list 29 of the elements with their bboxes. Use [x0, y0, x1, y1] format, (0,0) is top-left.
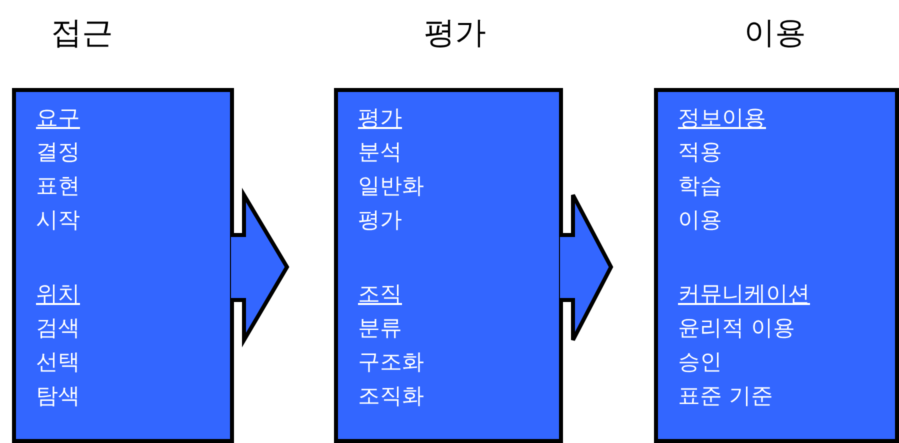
- section-heading: 정보이용: [678, 106, 766, 132]
- column-heading: 평가: [424, 14, 486, 53]
- section-heading: 평가: [358, 106, 402, 132]
- list-item: 시작: [36, 208, 80, 234]
- list-item: 이용: [678, 208, 722, 234]
- list-item: 승인: [678, 350, 722, 376]
- list-item: 조직화: [358, 384, 424, 410]
- section-heading: 조직: [358, 282, 402, 308]
- list-item: 결정: [36, 140, 80, 166]
- section-heading: 요구: [36, 106, 80, 132]
- section-heading: 위치: [36, 282, 80, 308]
- list-item: 분석: [358, 140, 402, 166]
- list-item: 선택: [36, 350, 80, 376]
- block-arrow: [229, 188, 290, 348]
- list-item: 탐색: [36, 384, 80, 410]
- list-item: 검색: [36, 316, 80, 342]
- list-item: 평가: [358, 208, 402, 234]
- list-item: 윤리적 이용: [678, 316, 795, 342]
- list-item: 표현: [36, 174, 80, 200]
- list-item: 학습: [678, 174, 722, 200]
- block-arrow: [558, 193, 614, 342]
- section-heading: 커뮤니케이션: [678, 282, 810, 308]
- list-item: 적용: [678, 140, 722, 166]
- list-item: 분류: [358, 316, 402, 342]
- list-item: 표준 기준: [678, 384, 773, 410]
- column-heading: 접근: [51, 14, 113, 53]
- list-item: 일반화: [358, 174, 424, 200]
- list-item: 구조화: [358, 350, 424, 376]
- column-heading: 이용: [744, 14, 806, 53]
